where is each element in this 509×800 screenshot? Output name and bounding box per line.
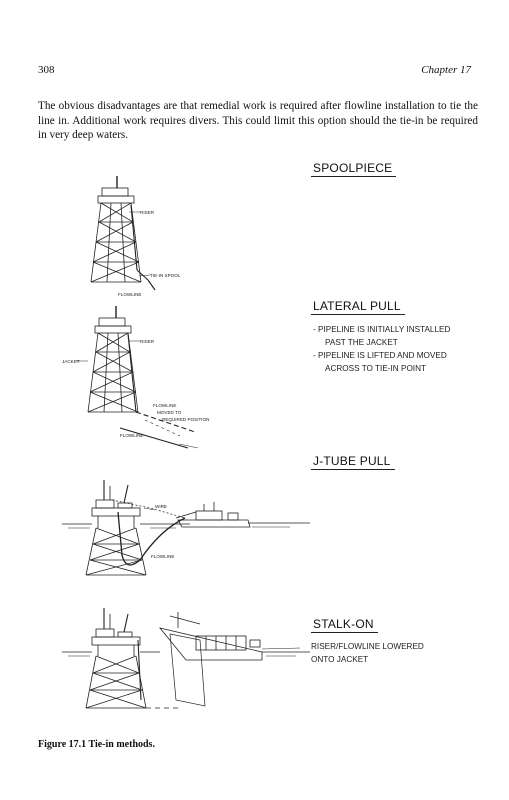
- spoolpiece-module: [101, 187, 129, 197]
- lateral-pull-jacket-label: JACKET: [62, 359, 80, 364]
- j-tube-flowline: [117, 511, 186, 566]
- j-tube-barge-hull: [177, 519, 251, 528]
- method-title-j-tube-pull: J-TUBE PULL: [311, 454, 395, 470]
- j-tube-flowline-label: FLOWLINE: [151, 554, 174, 559]
- stalk-on-note-2: ONTO JACKET: [311, 655, 369, 664]
- spoolpiece-riser: [130, 204, 138, 271]
- j-tube-wire: [111, 499, 186, 519]
- stalk-on-reel-ship: [158, 627, 263, 661]
- method-title-spoolpiece: SPOOLPIECE: [311, 161, 397, 177]
- page-header: 308 Chapter 17: [38, 64, 471, 80]
- spoolpiece-riser-label: RISER: [140, 210, 155, 215]
- lateral-pull-note-1: - PIPELINE IS INITIALLY INSTALLED: [313, 325, 451, 334]
- spoolpiece-diagram: RISER TIE-IN SPOOL FLOWLINE: [90, 176, 181, 297]
- stalk-on-note-1: RISER/FLOWLINE LOWERED: [311, 642, 424, 651]
- figure-caption: Figure 17.1 Tie-in methods.: [38, 739, 155, 750]
- j-tube-wire-label: WIRE: [155, 504, 167, 509]
- lateral-pull-notes: - PIPELINE IS INITIALLY INSTALLED PAST T…: [313, 323, 450, 375]
- spoolpiece-leg-left: [90, 202, 102, 283]
- stalk-on-diagram: [62, 608, 310, 709]
- j-tube-pull-diagram: WIRE FLOWLINE: [62, 480, 310, 576]
- stalk-on-stalk: [169, 633, 206, 707]
- lateral-pull-riser-label: RISER: [140, 339, 155, 344]
- lateral-pull-diagram: JACKET RISER FLOWLINE MOVED TO REQUIRED …: [62, 306, 209, 449]
- page-number: 308: [38, 64, 55, 76]
- spoolpiece-flowline: [147, 279, 156, 291]
- spoolpiece-spool: [136, 269, 149, 281]
- lateral-pull-moved-label-2: MOVED TO: [157, 410, 182, 415]
- lateral-pull-note-4: ACROSS TO TIE-IN POINT: [325, 364, 426, 373]
- stalk-on-notes: RISER/FLOWLINE LOWERED ONTO JACKET: [311, 640, 424, 666]
- lateral-pull-flowline-label: FLOWLINE: [120, 433, 143, 438]
- lateral-pull-moved-label-3: REQUIRED POSITION: [162, 417, 209, 422]
- method-title-stalk-on: STALK-ON: [311, 617, 378, 633]
- spoolpiece-deck: [97, 195, 135, 204]
- method-title-lateral-pull: LATERAL PULL: [311, 299, 405, 315]
- lateral-pull-note-2: PAST THE JACKET: [325, 338, 398, 347]
- lateral-pull-note-3: - PIPELINE IS LIFTED AND MOVED: [313, 351, 447, 360]
- running-head-chapter: Chapter 17: [421, 64, 471, 76]
- spoolpiece-flowline-label: FLOWLINE: [118, 292, 141, 297]
- spoolpiece-spool-label: TIE-IN SPOOL: [150, 273, 181, 278]
- spoolpiece-leg-right: [130, 202, 142, 283]
- lateral-pull-moved-label-1: FLOWLINE: [153, 403, 176, 408]
- body-paragraph: The obvious disadvantages are that remed…: [38, 100, 478, 141]
